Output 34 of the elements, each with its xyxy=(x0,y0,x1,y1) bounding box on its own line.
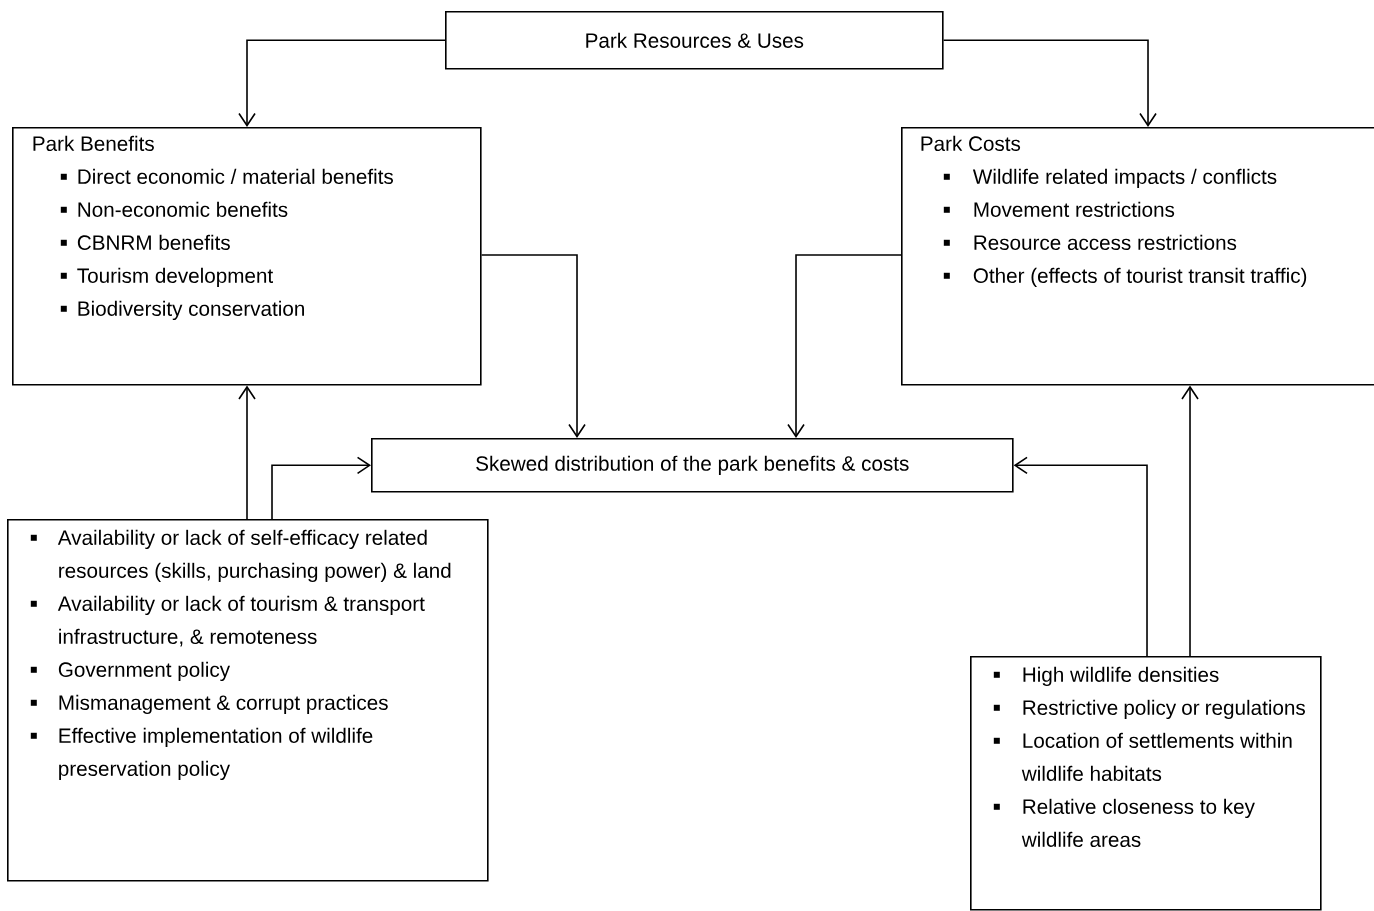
list-item: Tourism development xyxy=(60,267,273,288)
list-item: High wildlife densities xyxy=(993,666,1219,687)
list-item: Government policy xyxy=(30,661,230,682)
list-item: Effective implementation of wildlife preservation policy xyxy=(30,727,373,781)
arrow xyxy=(1181,385,1199,657)
list-item: CBNRM benefits xyxy=(60,234,230,250)
arrow xyxy=(238,385,256,520)
list-item: Wildlife related impacts / conflicts xyxy=(943,168,1277,189)
list-item: Direct economic / material benefits xyxy=(60,168,393,184)
list-item: Mismanagement & corrupt practices xyxy=(30,694,388,715)
arrow xyxy=(942,39,1157,127)
factors-box xyxy=(7,519,489,882)
benefits-box xyxy=(12,127,482,386)
title-box: Park Resources & Uses xyxy=(445,11,944,70)
list-item: Biodiversity conservation xyxy=(60,300,304,321)
factors-box xyxy=(970,656,1322,911)
heading: Park Costs xyxy=(921,135,1021,151)
arrow xyxy=(271,456,371,520)
list-item: Restrictive policy or regulations xyxy=(993,699,1305,720)
outcome-box: Skewed distribution of the park benefits & costs xyxy=(371,438,1014,493)
list-item: Location of settlements within wildlife habitats xyxy=(993,732,1292,781)
list-item: Availability or lack of self-efficacy related resources (skills, purchasing power) & land xyxy=(30,529,451,583)
list-item: Relative closeness to key wildlife areas xyxy=(993,798,1255,847)
list-item: Non-economic benefits xyxy=(60,201,288,217)
arrow xyxy=(238,39,446,127)
list-item: Movement restrictions xyxy=(943,201,1175,217)
arrow xyxy=(1013,456,1148,657)
list-item: Other (effects of tourist transit traffic) xyxy=(943,267,1307,288)
list-item: Availability or lack of tourism & transport infrastructure, & remoteness xyxy=(30,595,425,647)
heading: Park Benefits xyxy=(33,135,154,151)
list-item: Resource access restrictions xyxy=(943,234,1237,250)
arrow xyxy=(787,254,902,438)
arrow xyxy=(480,254,586,438)
costs-box xyxy=(901,127,1374,386)
